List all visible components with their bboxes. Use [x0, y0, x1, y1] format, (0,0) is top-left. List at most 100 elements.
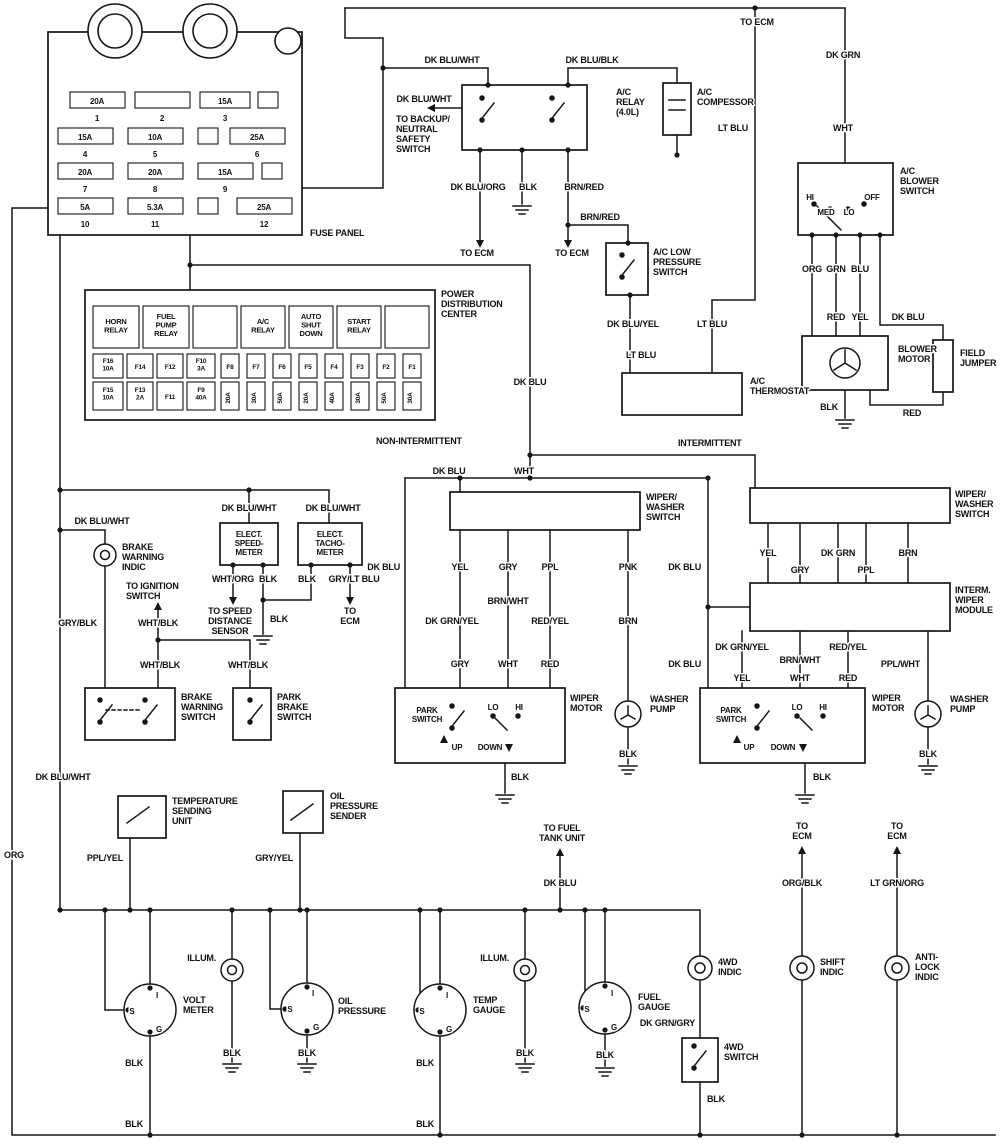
pdc-amp-cell [298, 381, 318, 411]
pdc-amp-cell [350, 381, 370, 411]
diagram-label: DK BLU/WHT [75, 516, 131, 526]
pdc-blank-box [192, 305, 238, 349]
fuse-4 [57, 127, 114, 145]
wire-pdc-feed [189, 234, 531, 479]
diagram-label: ILLUM. [480, 953, 509, 963]
diagram-label: F12 [165, 364, 176, 371]
pdc-fuse-f13 [126, 381, 154, 411]
wire-gauge-feeds [149, 909, 606, 985]
diagram-label: ORG/BLK [782, 878, 823, 888]
diagram-label: DK BLU [668, 562, 701, 572]
arrow-down-icon [228, 596, 238, 606]
pdc-fuse-f11 [156, 381, 184, 411]
diagram-label: DK BLU/WHT [36, 772, 92, 782]
diagram-label: UP [452, 743, 464, 752]
ground-icon [618, 765, 638, 775]
arrow-up-icon [555, 847, 565, 857]
pdc-amp-cell [402, 381, 422, 411]
fuse-6 [229, 127, 286, 145]
diagram-label: S [584, 1005, 590, 1014]
diagram-label: PPL [542, 562, 560, 572]
oil-sender-icon [289, 802, 315, 822]
fuse-12 [236, 197, 293, 215]
field-jumper-box [932, 339, 954, 393]
diagram-label: BLK [820, 402, 839, 412]
diagram-label: 25A [250, 133, 264, 142]
diagram-label: GRN [826, 264, 845, 274]
pdc-fuse-f12 [156, 353, 184, 379]
ground-icon [918, 765, 938, 775]
diagram-label: DOWN [771, 743, 796, 752]
diagram-label: LO [844, 208, 855, 217]
pdc-fuse-f9 [186, 381, 216, 411]
wire-brnred-lpswitch [567, 224, 629, 244]
diagram-label: RED [827, 312, 846, 322]
diagram-label: GRY/YEL [255, 853, 293, 863]
diagram-label: ORG [4, 850, 24, 860]
ac-blower-switch-box [797, 162, 894, 236]
diagram-label: 20A [90, 97, 104, 106]
brake-warning-switch-box [84, 687, 176, 741]
interm-wiper-module-box [749, 582, 951, 632]
arrow-up-icon [892, 845, 902, 855]
fuse-3 [199, 91, 251, 109]
diagram-label: TO ECM [555, 248, 589, 258]
diagram-label: 15A [218, 168, 232, 177]
wiper-motor1-box [394, 687, 566, 764]
pdc-fuse-f1 [402, 353, 422, 379]
diagram-label: BLK [223, 1048, 242, 1058]
ac-compressor-box [662, 82, 692, 136]
diagram-label: 5A [80, 203, 90, 212]
wire-relay-top-left [382, 67, 489, 86]
diagram-label: LT BLU [718, 123, 748, 133]
fuse-5 [127, 127, 184, 145]
diagram-label: LT GRN/ORG [870, 878, 924, 888]
diagram-label: FUSE PANEL [310, 228, 365, 238]
diagram-label: BLK [270, 614, 289, 624]
diagram-label: MED [817, 208, 835, 217]
diagram-label: F11 [165, 394, 176, 401]
fuse-blank [257, 91, 279, 109]
diagram-label: DK BLU/WHT [397, 94, 453, 104]
diagram-label: DK BLU/ORG [451, 182, 506, 192]
diagram-label: DK BLU/BLK [566, 55, 620, 65]
wire-blower-switch-motor [811, 234, 861, 337]
diagram-label: 1 [95, 114, 100, 123]
diagram-label: F8 [226, 364, 234, 371]
ground-icon [222, 1063, 242, 1073]
diagram-label: F3 [356, 364, 364, 371]
diagram-label: RED [541, 659, 560, 669]
pdc-fuse-f15 [92, 381, 124, 411]
diagram-label: DK BLU [892, 312, 925, 322]
component-internals [97, 95, 867, 1071]
diagram-label: DK BLU/WHT [425, 55, 481, 65]
wiper-washer-switch2-box [749, 487, 951, 524]
wire-illum-grounds [231, 980, 526, 1063]
brake-warning-indicator-icon [93, 543, 117, 567]
pdc-fuse-f3 [350, 353, 370, 379]
diagram-label: 4 [83, 150, 88, 159]
diagram-label: DK GRN/YEL [715, 642, 769, 652]
diagram-label: ELECT.TACHO-METER [315, 530, 345, 557]
pdc-amp-cell [246, 381, 266, 411]
diagram-label: 25A [257, 203, 271, 212]
diagram-label: BLK [125, 1119, 144, 1129]
pdc-fuse-f10 [186, 353, 216, 379]
diagram-label: F2 [382, 364, 390, 371]
diagram-label: 20A [225, 392, 232, 404]
diagram-label: TO ECM [460, 248, 494, 258]
